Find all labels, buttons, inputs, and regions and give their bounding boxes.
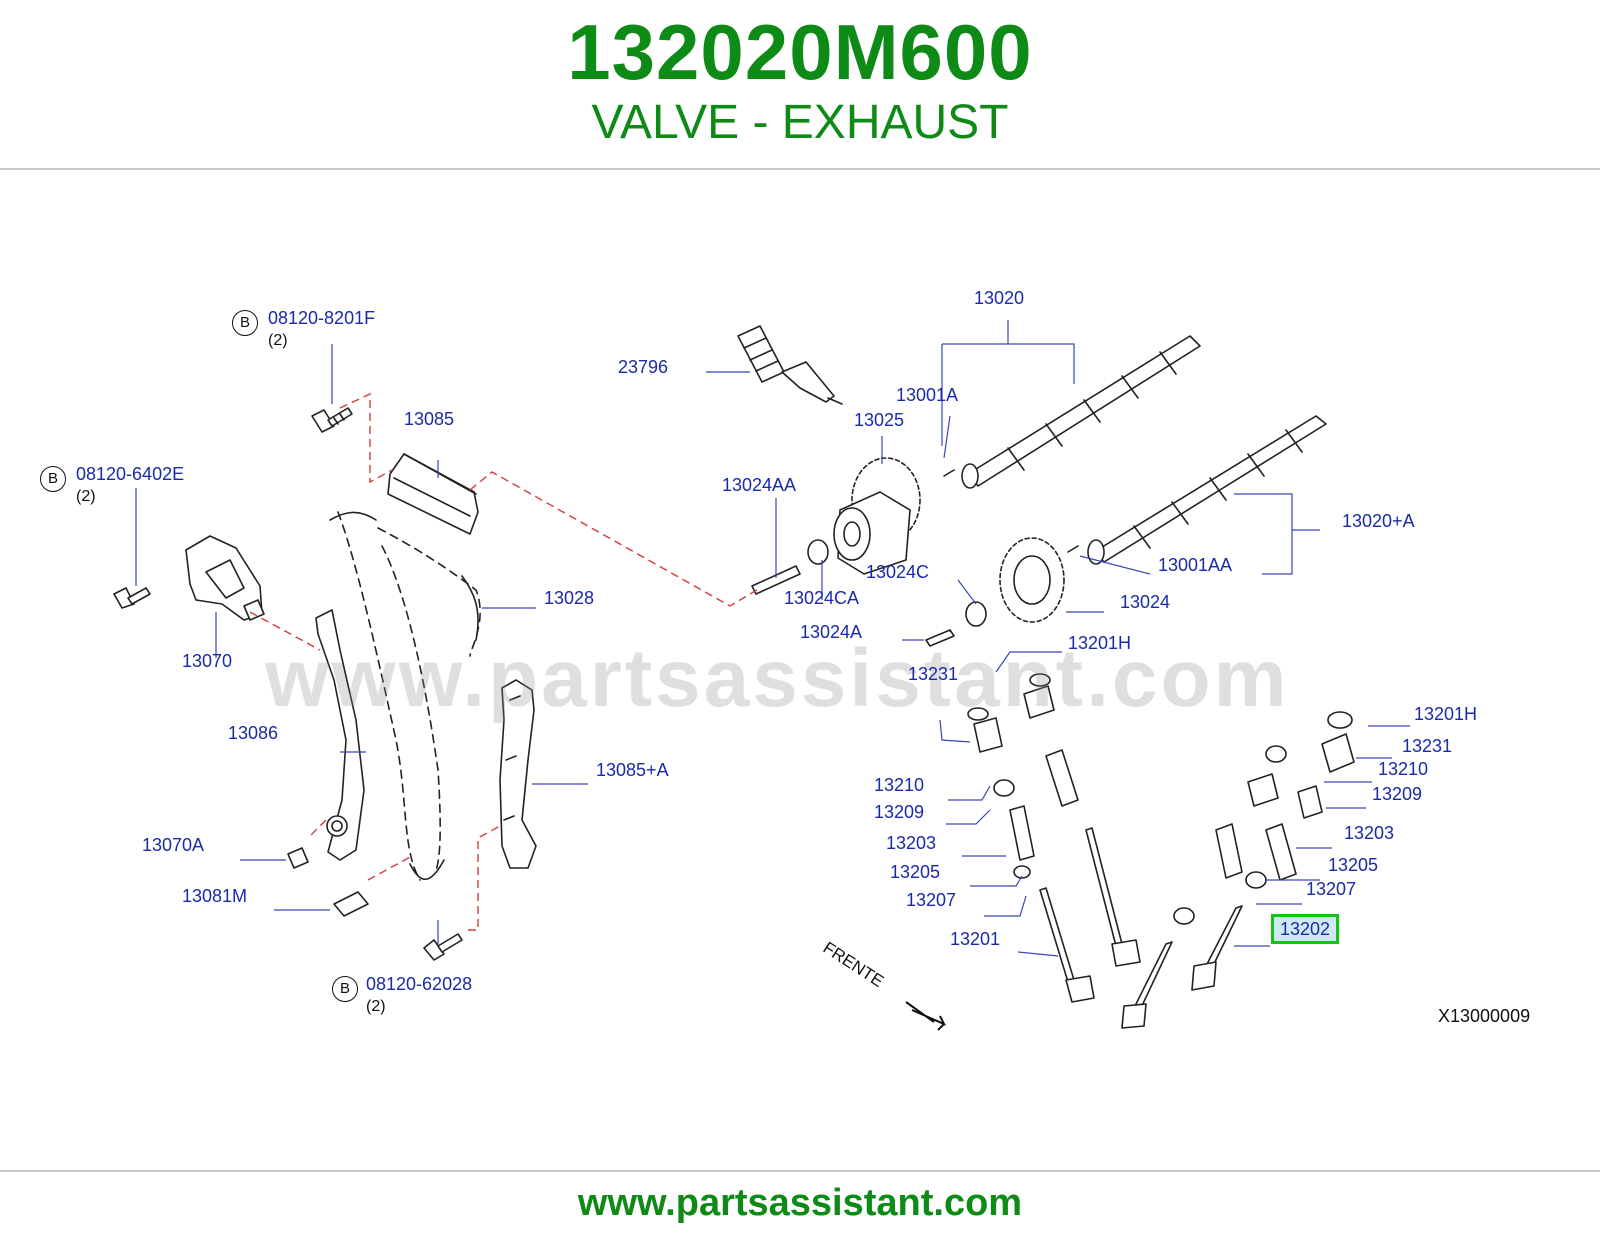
- bolt-upper-shape: [311, 407, 353, 433]
- quantity-label: (2): [366, 998, 386, 1015]
- label-08120-62028[interactable]: 08120-62028: [366, 974, 473, 994]
- label-13081M[interactable]: 13081M: [182, 886, 248, 906]
- label-13203[interactable]: 13203: [886, 833, 937, 853]
- quantity-label: (2): [76, 488, 96, 505]
- intake-valve-assembly-shape: [967, 707, 1095, 1003]
- frente-arrow-icon: [905, 1001, 947, 1031]
- exhaust-camshaft-shape: [1067, 415, 1327, 565]
- label-13070[interactable]: 13070: [182, 651, 233, 671]
- label-23796[interactable]: 23796: [618, 357, 669, 377]
- label-13231[interactable]: 13231: [1402, 736, 1453, 756]
- label-13209[interactable]: 13209: [1372, 784, 1423, 804]
- diagram-reference-code: X13000009: [1438, 1006, 1531, 1026]
- label-13203[interactable]: 13203: [1344, 823, 1395, 843]
- tension-guide-shape: [499, 679, 537, 869]
- label-13025[interactable]: 13025: [854, 410, 905, 430]
- label-13210[interactable]: 13210: [1378, 759, 1429, 779]
- bolt-marker-b: B: [40, 466, 66, 492]
- chain-links-bottom-shape: [409, 859, 445, 881]
- label-13085-plus-a[interactable]: 13085+A: [596, 760, 669, 780]
- leader-lines-shape: [135, 320, 1410, 957]
- part-number-title: 132020M600: [567, 8, 1033, 96]
- label-13001A[interactable]: 13001A: [896, 385, 959, 405]
- label-13210[interactable]: 13210: [874, 775, 925, 795]
- cam-sensor-shape: [737, 325, 843, 405]
- label-13207[interactable]: 13207: [906, 890, 957, 910]
- middle-valve-assembly-shape: [1023, 673, 1141, 967]
- label-13205[interactable]: 13205: [890, 862, 941, 882]
- chain-links-right-shape: [461, 575, 479, 641]
- label-13028[interactable]: 13028: [544, 588, 595, 608]
- label-13201[interactable]: 13201: [950, 929, 1001, 949]
- label-13086[interactable]: 13086: [228, 723, 279, 743]
- bolt-lower-shape: [423, 933, 463, 961]
- label-13209[interactable]: 13209: [874, 802, 925, 822]
- parts-diagram: www.partsassistant.com B 08120-8201F (2)…: [0, 170, 1600, 1140]
- label-08120-8201F[interactable]: 08120-8201F: [268, 308, 376, 328]
- watermark: www.partsassistant.com: [265, 633, 1290, 724]
- label-13207[interactable]: 13207: [1306, 879, 1357, 899]
- label-13024C[interactable]: 13024C: [866, 562, 930, 582]
- label-13001AA[interactable]: 13001AA: [1158, 555, 1233, 575]
- washer-shape: [807, 539, 829, 565]
- vtc-sprocket-shape: [833, 457, 921, 575]
- label-13020-plus-a[interactable]: 13020+A: [1342, 511, 1415, 531]
- diagram-drawing: [113, 320, 1410, 1031]
- plunger-shape: [333, 891, 369, 917]
- label-13024AA[interactable]: 13024AA: [722, 475, 797, 495]
- tensioner-shape: [185, 535, 265, 621]
- exhaust-sprocket-shape: [999, 537, 1065, 623]
- exhaust-valve-right-shape: [1191, 711, 1355, 991]
- chain-links-top-shape: [329, 511, 377, 521]
- label-13024[interactable]: 13024: [1120, 592, 1171, 612]
- alignment-dashes-shape: [249, 392, 761, 931]
- label-13070A[interactable]: 13070A: [142, 835, 205, 855]
- label-13024A[interactable]: 13024A: [800, 622, 863, 642]
- label-08120-6402E[interactable]: 08120-6402E: [76, 464, 185, 484]
- washer-exhaust-shape: [965, 601, 987, 627]
- header-divider: [0, 168, 1600, 170]
- page-header: 132020M600 VALVE - EXHAUST: [0, 0, 1600, 168]
- label-13024CA[interactable]: 13024CA: [784, 588, 860, 608]
- label-13231[interactable]: 13231: [908, 664, 959, 684]
- bolt-marker-b: B: [232, 310, 258, 336]
- footer-divider: [0, 1170, 1600, 1172]
- part-name-subtitle: VALVE - EXHAUST: [591, 96, 1009, 149]
- label-13205[interactable]: 13205: [1328, 855, 1379, 875]
- label-13201H[interactable]: 13201H: [1068, 633, 1132, 653]
- label-13202-highlighted[interactable]: 13202: [1271, 914, 1340, 944]
- intake-camshaft-shape: [943, 335, 1201, 489]
- label-13085[interactable]: 13085: [404, 409, 455, 429]
- label-13020[interactable]: 13020: [974, 288, 1025, 308]
- label-13201H[interactable]: 13201H: [1414, 704, 1478, 724]
- pin-shape: [287, 847, 309, 869]
- timing-chain-shape: [337, 511, 481, 881]
- chain-guide-upper-shape: [387, 453, 479, 535]
- bolt-marker-b: B: [332, 976, 358, 1002]
- footer-website-link[interactable]: www.partsassistant.com: [577, 1182, 1023, 1224]
- bolt-left-shape: [113, 587, 151, 609]
- exhaust-valve-middle-shape: [1121, 745, 1287, 1029]
- slack-guide-shape: [315, 609, 365, 861]
- sprocket-bolt-exhaust-shape: [925, 629, 955, 647]
- quantity-label: (2): [268, 332, 288, 349]
